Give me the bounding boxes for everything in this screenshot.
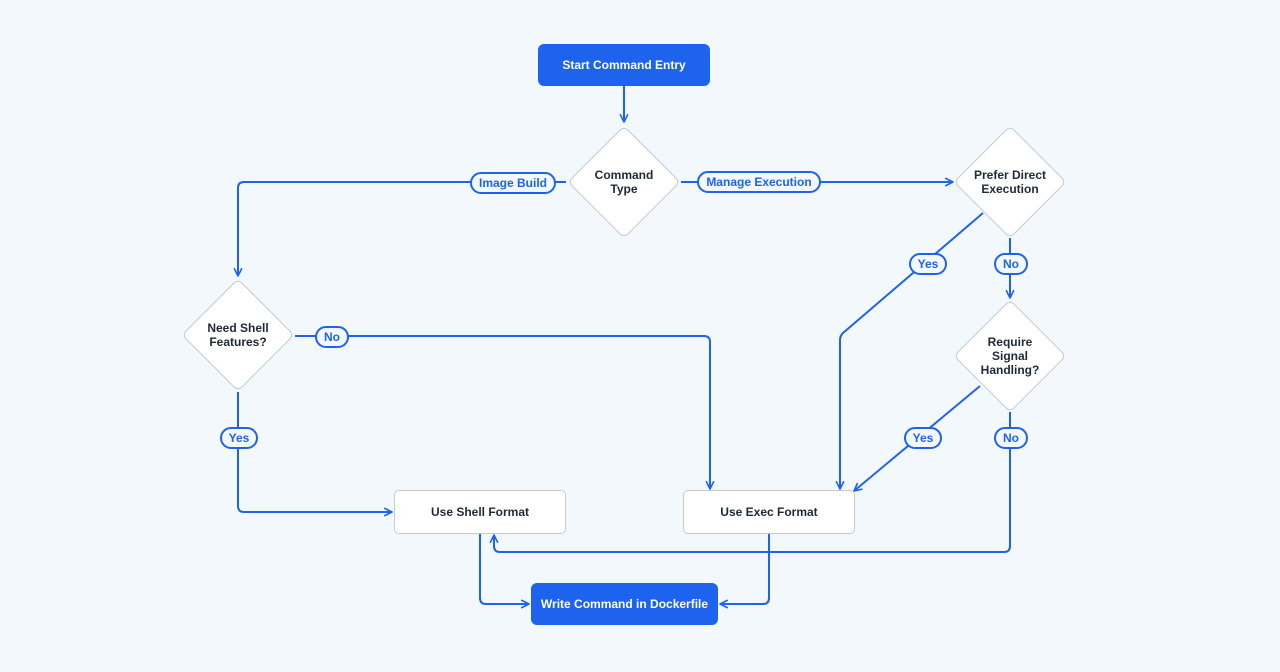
edge-prefer-yes [835,212,984,490]
signal-yes-label: Yes [904,427,942,449]
shell-format-node[interactable]: Use Shell Format [394,490,566,534]
prefer-yes-label: Yes [909,253,947,275]
command-type-label: Command Type [594,168,654,196]
image-build-label: Image Build [470,172,556,194]
edge-signal-no [489,412,1011,553]
edge-exec-to-write [719,534,770,609]
prefer-direct-label: Prefer Direct Execution [973,168,1047,196]
edge-shell-yes [237,392,393,517]
signal-no-label: No [994,427,1028,449]
edge-shell-no [295,335,715,490]
start-node[interactable]: Start Command Entry [538,44,710,86]
write-command-node[interactable]: Write Command in Dockerfile [531,583,718,625]
need-shell-label: Need Shell Features? [207,321,269,349]
manage-execution-label: Manage Execution [697,171,821,193]
exec-format-node[interactable]: Use Exec Format [683,490,855,534]
shell-no-label: No [315,326,349,348]
shell-yes-label: Yes [220,427,258,449]
prefer-no-label: No [994,253,1028,275]
edge-image-build [233,181,566,277]
edge-shell-to-write [479,534,530,609]
require-signal-label: Require Signal Handling? [980,335,1040,377]
